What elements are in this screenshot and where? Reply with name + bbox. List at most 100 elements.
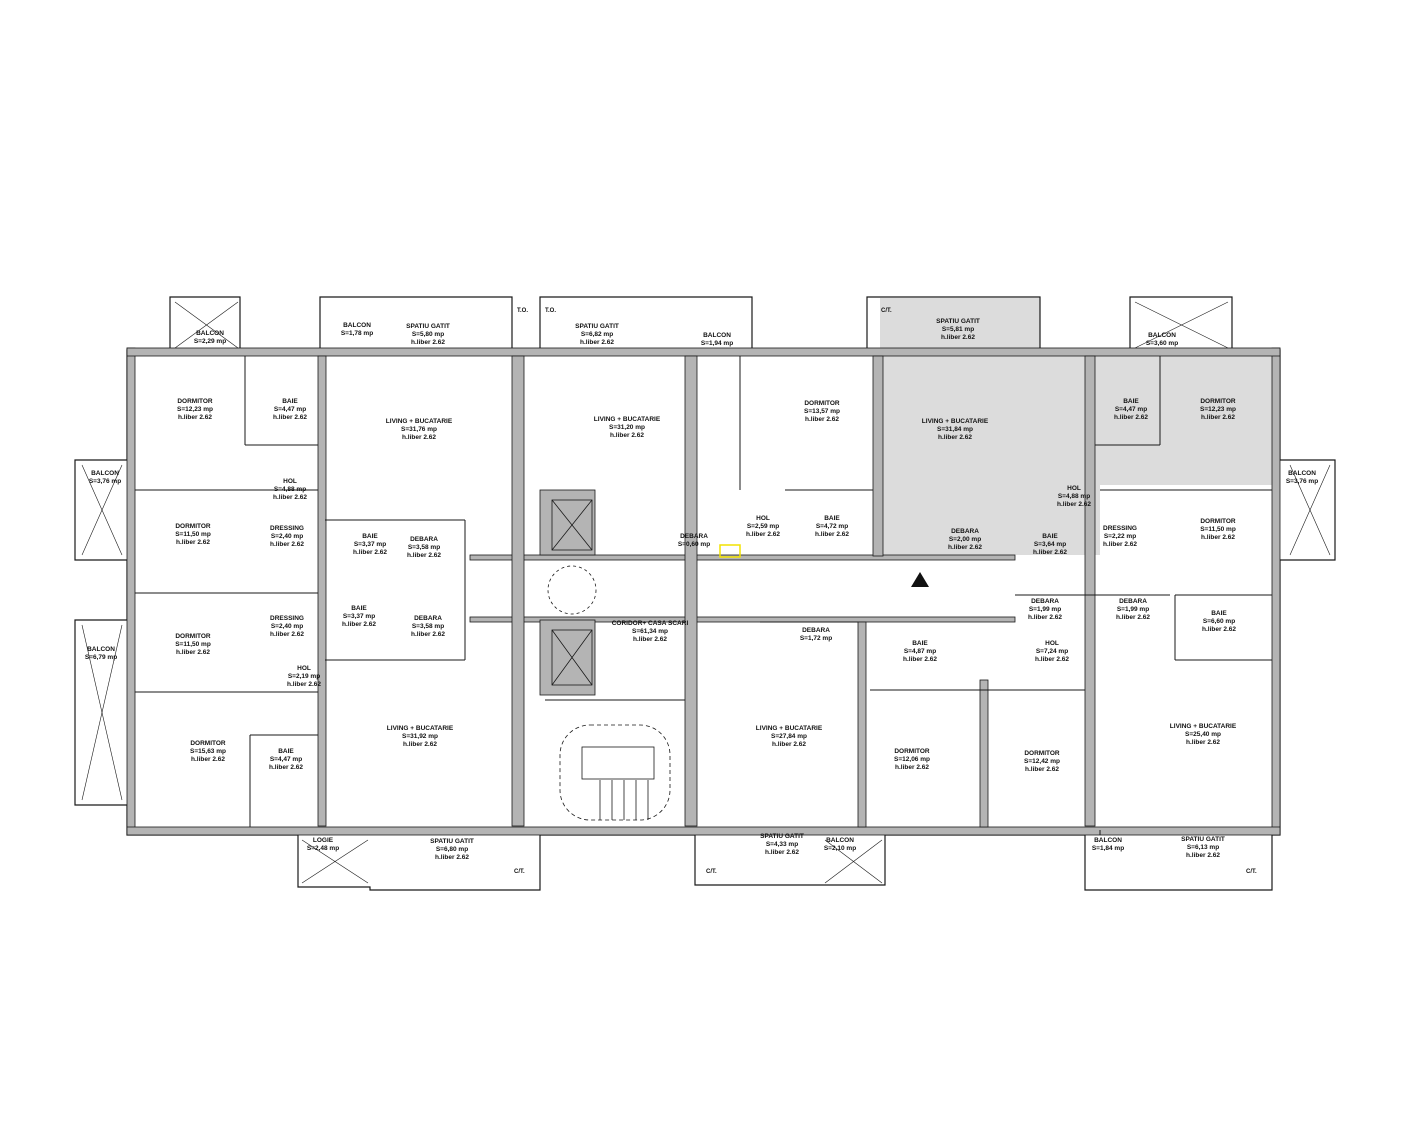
room-name: DORMITOR (1024, 750, 1060, 757)
room-height: h.liber 2.62 (1025, 766, 1059, 773)
room-height: h.liber 2.62 (580, 339, 614, 346)
room-name: DORMITOR (190, 740, 226, 747)
room-height: h.liber 2.62 (403, 741, 437, 748)
room-height: h.liber 2.62 (270, 541, 304, 548)
room-height: h.liber 2.62 (407, 552, 441, 559)
balcony-crosses (81, 301, 1331, 884)
room-height: h.liber 2.62 (287, 681, 321, 688)
room-height: h.liber 2.62 (895, 764, 929, 771)
elevators (547, 499, 597, 686)
room-area: S=12,23 mp (1200, 406, 1236, 413)
room-height: h.liber 2.62 (765, 849, 799, 856)
room-area: S=4,47 mp (1114, 406, 1148, 413)
room-name: BALCON (91, 470, 119, 477)
room-name: BALCON (343, 322, 371, 329)
room-name: BAIE (824, 515, 840, 522)
room-height: h.liber 2.62 (1103, 541, 1137, 548)
room-height: h.liber 2.62 (1057, 501, 1091, 508)
room-name: DEBARA (414, 615, 442, 622)
room-height: h.liber 2.62 (1201, 414, 1235, 421)
room-name: SPATIU GATIT (936, 318, 980, 325)
room-name: DORMITOR (177, 398, 213, 405)
room-height: h.liber 2.62 (402, 434, 436, 441)
room-area: S=1,84 mp (1091, 845, 1125, 852)
room-area: S=31,76 mp (401, 426, 437, 433)
room-name: SPATIU GATIT (430, 838, 474, 845)
room-height: h.liber 2.62 (948, 544, 982, 551)
room-name: DEBARA (802, 627, 830, 634)
room-area: S=2,00 mp (948, 536, 982, 543)
room-name: BALCON (1148, 332, 1176, 339)
room-area: S=11,50 mp (1200, 526, 1236, 533)
room-name: DORMITOR (804, 400, 840, 407)
tech-marker: C/T. (706, 869, 717, 875)
room-area: S=3,58 mp (407, 544, 441, 551)
room-area: S=6,79 mp (84, 654, 118, 661)
room-height: h.liber 2.62 (342, 621, 376, 628)
tech-marker: T.O. (545, 308, 557, 314)
room-area: S=25,40 mp (1185, 731, 1221, 738)
room-height: h.liber 2.62 (176, 539, 210, 546)
room-area: S=2,59 mp (746, 523, 780, 530)
room-height: h.liber 2.62 (1114, 414, 1148, 421)
room-name: BALCON (703, 332, 731, 339)
tech-marker: C/T. (1246, 869, 1257, 875)
room-name: BAIE (362, 533, 378, 540)
room-area: S=1,94 mp (700, 340, 734, 347)
room-area: S=5,81 mp (941, 326, 975, 333)
room-height: h.liber 2.62 (903, 656, 937, 663)
room-name: DORMITOR (175, 523, 211, 530)
room-height: h.liber 2.62 (269, 764, 303, 771)
room-name: SPATIU GATIT (575, 323, 619, 330)
room-area: S=12,06 mp (894, 756, 930, 763)
room-name: DORMITOR (175, 633, 211, 640)
room-area: S=2,22 mp (1103, 533, 1137, 540)
room-area: S=3,37 mp (353, 541, 387, 548)
room-height: h.liber 2.62 (746, 531, 780, 538)
room-area: S=3,64 mp (1033, 541, 1067, 548)
room-area: S=13,57 mp (804, 408, 840, 415)
room-height: h.liber 2.62 (1201, 534, 1235, 541)
room-area: S=3,37 mp (342, 613, 376, 620)
room-height: h.liber 2.62 (353, 549, 387, 556)
room-area: S=27,84 mp (771, 733, 807, 740)
room-name: DRESSING (270, 525, 304, 532)
room-height: h.liber 2.62 (815, 531, 849, 538)
north-arrow-icon (911, 572, 929, 587)
room-area: S=1,99 mp (1116, 606, 1150, 613)
room-area: S=2,40 mp (270, 533, 304, 540)
room-name: BALCON (826, 837, 854, 844)
room-area: S=4,72 mp (815, 523, 849, 530)
room-area: S=12,42 mp (1024, 758, 1060, 765)
room-name: BAIE (278, 748, 294, 755)
room-area: S=6,60 mp (1202, 618, 1236, 625)
room-name: SPATIU GATIT (406, 323, 450, 330)
room-height: h.liber 2.62 (273, 494, 307, 501)
